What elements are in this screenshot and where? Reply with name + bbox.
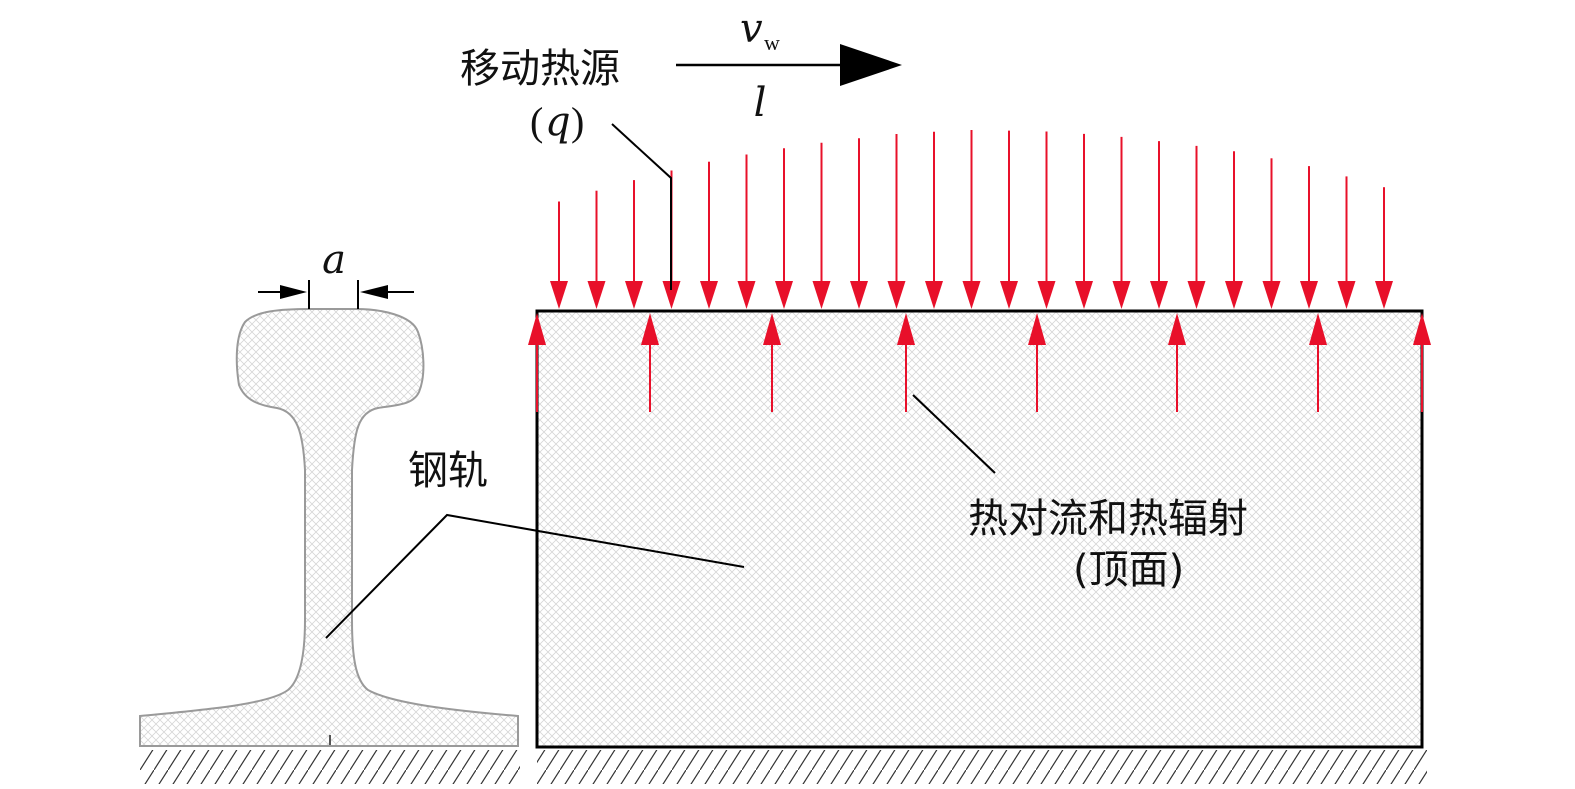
q-close-paren: ) [571,99,584,144]
width-arrow-left-head [280,285,307,299]
heat-flux-arrow-head [812,281,831,309]
model-domain [535,309,1424,749]
convection-radiation-label: 热对流和热辐射 [968,496,1248,542]
convection-arrow-head [641,313,659,345]
rail-label: 钢轨 [408,448,488,494]
heat-flux-arrow-head [662,281,681,309]
convection-arrow-head [897,313,915,345]
heat-flux-arrows [550,130,1393,309]
heat-flux-arrow-head [1225,281,1243,309]
heat-flux-arrow-head [850,281,868,309]
heat-flux-arrow-head [775,281,793,309]
convection-arrow-head [528,313,546,345]
ground-hatch-right [537,750,1427,784]
heat-flux-arrow-head [1150,281,1168,309]
q-open-paren: ( [530,99,543,144]
heat-flux-arrow-head [1037,281,1056,309]
convection-arrow-head [1168,313,1186,345]
heat-flux-arrow-head [1300,281,1318,309]
ground-hatch-left [140,750,520,784]
convection-arrow-head [1028,313,1046,345]
heat-flux-arrow-head [1375,281,1393,309]
convection-arrow-head [1309,313,1327,345]
convection-arrows [528,313,1431,412]
rail-profile [139,308,519,747]
convection-leader-line [912,394,996,474]
width-label: a [322,237,346,283]
top-surface-label: (顶面) [1073,547,1184,593]
heat-flux-arrow-head [587,281,606,309]
velocity-subscript: w [764,30,780,55]
heat-flux-arrow-head [1337,281,1356,309]
heat-flux-arrow-head [1000,281,1018,309]
heat-flux-arrow-head [962,281,981,309]
moving-heat-source-label: 移动热源 [460,46,620,92]
heat-flux-arrow-head [737,281,756,309]
heat-flux-arrow-head [1112,281,1131,309]
heat-flux-arrow-head [925,281,943,309]
length-label: l [754,80,767,126]
q-label: q [545,99,571,145]
heat-flux-arrow-head [1075,281,1093,309]
heat-flux-arrow-head [1262,281,1281,309]
heat-flux-arrow-head [1187,281,1206,309]
velocity-label: v [740,6,763,52]
width-arrow-right-head [360,285,388,299]
heat-flux-arrow-head [700,281,718,309]
heat-flux-arrow-head [550,281,568,309]
convection-arrow-head [1413,313,1431,345]
heat-flux-arrow-head [887,281,906,309]
convection-arrow-head [763,313,781,345]
heat-source-leader-line [611,123,672,290]
heat-flux-arrow-head [625,281,643,309]
velocity-arrow-head [840,44,902,86]
rail-leader-line [325,513,745,639]
